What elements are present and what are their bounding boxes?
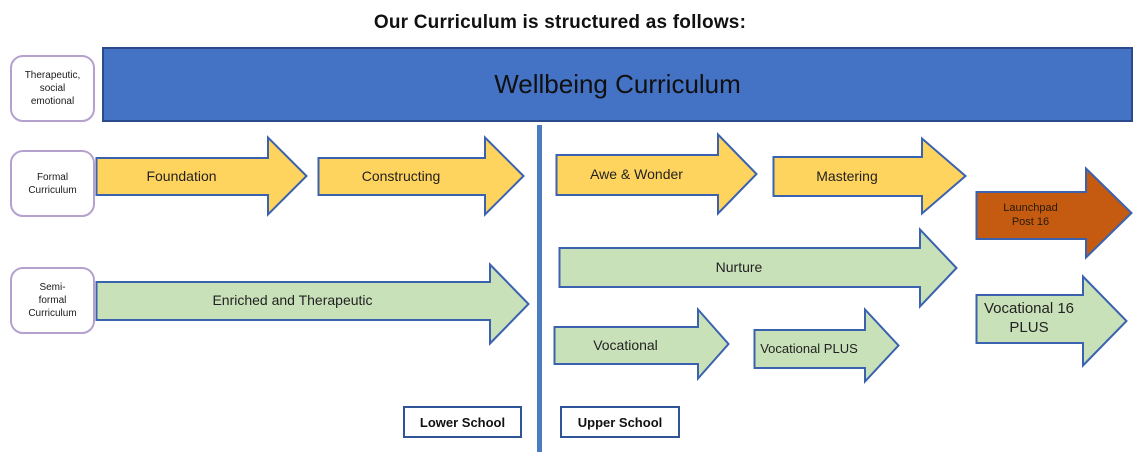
arrow-vocational-plus: Vocational PLUS [753,306,900,385]
arrow-label-mastering: Mastering [816,167,878,184]
right-arrow-shape [95,135,308,217]
row-label-therapeutic-social-emotional: Therapeutic, social emotional [10,55,95,122]
arrow-label-launchpad-post-16: Launchpad Post 16 [1003,201,1058,228]
arrow-label-vocational-plus: Vocational PLUS [760,340,858,356]
right-arrow-shape [772,136,968,216]
upper-school-label: Upper School [577,414,663,430]
arrow-enriched-and-therapeutic: Enriched and Therapeutic [95,262,530,346]
arrow-launchpad-post-16: Launchpad Post 16 [975,166,1133,260]
arrow-vocational: Vocational [553,306,730,382]
row-label-formal-curriculum: Formal Curriculum [10,150,95,217]
arrow-label-constructing: Constructing [361,167,441,184]
right-arrow-shape [753,306,900,385]
lower-school-box: Lower School [403,406,522,438]
arrow-label-vocational: Vocational [593,336,658,353]
arrow-foundation: Foundation [95,135,308,217]
row-label-text: Semi- formal Curriculum [28,282,77,319]
row-label-text: Formal Curriculum [28,171,77,196]
arrow-label-foundation: Foundation [146,167,217,184]
right-arrow-shape [975,274,1128,368]
arrow-label-vocational-16-plus: Vocational 16 PLUS [983,300,1075,336]
arrow-awe-and-wonder: Awe & Wonder [555,132,758,216]
row-label-text: Therapeutic, social emotional [24,70,81,107]
wellbeing-banner-label: Wellbeing Curriculum [494,69,741,99]
right-arrow-shape [975,166,1133,260]
arrow-label-nurture: Nurture [715,258,763,275]
school-divider-line [537,125,542,452]
right-arrow-shape [317,135,525,217]
right-arrow-shape [553,306,730,382]
arrow-constructing: Constructing [317,135,525,217]
arrow-vocational-16-plus: Vocational 16 PLUS [975,274,1128,368]
page-title: Our Curriculum is structured as follows: [373,12,747,33]
arrow-label-enriched-and-therapeutic: Enriched and Therapeutic [212,292,373,309]
right-arrow-shape [558,226,958,310]
right-arrow-shape [95,262,530,346]
arrow-mastering: Mastering [772,136,968,216]
arrow-label-awe-and-wonder: Awe & Wonder [590,166,683,183]
row-label-semi-formal-curriculum: Semi- formal Curriculum [10,267,95,334]
right-arrow-shape [555,132,758,216]
lower-school-label: Lower School [419,414,506,430]
upper-school-box: Upper School [560,406,680,438]
wellbeing-banner: Wellbeing Curriculum [102,47,1133,122]
arrow-nurture: Nurture [558,226,958,310]
